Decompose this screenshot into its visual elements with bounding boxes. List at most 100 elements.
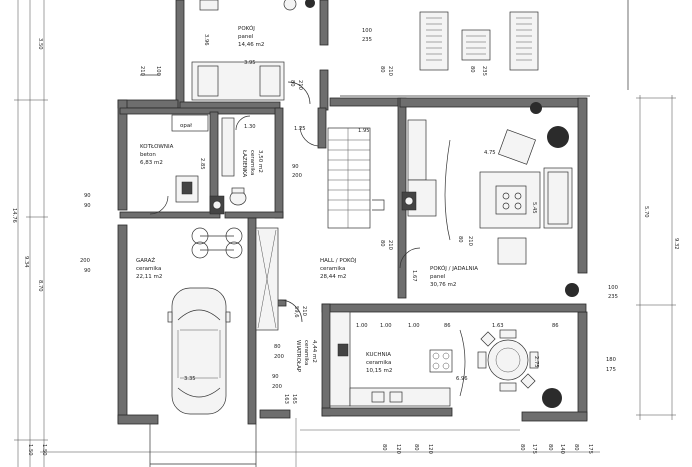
room-floor: ceramika xyxy=(136,266,161,272)
kitchen-fixtures xyxy=(329,311,453,407)
dim-text: 1.30 xyxy=(244,124,256,130)
room-label-kuchnia: KUCHNIA ceramika 10,15 m2 xyxy=(366,352,392,374)
room-label-pokoj-top: POKÓJ panel 14,46 m2 xyxy=(238,25,264,48)
dim-text: 175 xyxy=(606,367,616,373)
dim-text: 86 xyxy=(444,323,451,329)
dim-text: 200 xyxy=(272,384,282,390)
room-area: 10,15 m2 xyxy=(366,368,392,374)
dim-text: 163 xyxy=(283,394,289,404)
dim-text: 90 xyxy=(84,193,91,199)
room-area: 14,46 m2 xyxy=(238,42,264,48)
boiler-room-fixtures xyxy=(171,114,209,203)
dim-text: 2.75 xyxy=(533,356,539,368)
dim-text: 1.25 xyxy=(294,126,306,132)
room-label-kotlownia: KOTŁOWNIA beton 6,83 m2 xyxy=(140,144,174,166)
wardrobe xyxy=(255,227,279,331)
dim-text: 200 xyxy=(80,258,90,264)
dim-text: 235 xyxy=(481,66,487,76)
dim-text: 200 xyxy=(274,354,284,360)
terrace-furniture xyxy=(340,0,629,97)
room-floor: ceramika xyxy=(366,360,391,366)
dim-text: 80 xyxy=(519,444,525,451)
dim-text: 90 xyxy=(292,164,299,170)
dim-text: 175 xyxy=(531,444,537,454)
dim-text: 1.00 xyxy=(408,323,420,329)
dim-text: 5.45 xyxy=(531,202,537,214)
room-label-pokoj-jadalnia: POKÓJ / JADALNIA panel 30,76 m2 xyxy=(430,265,478,288)
dim-text: 80 xyxy=(289,80,295,87)
dim-text: 14.76 xyxy=(11,208,17,223)
room-name: KOTŁOWNIA xyxy=(140,144,174,150)
dimension-texts: 3.96 3.95 100 235 210 100 80 210 80 210 … xyxy=(11,28,679,456)
dim-text: 80 xyxy=(379,240,385,247)
dim-text: 80 xyxy=(457,236,463,243)
dim-text: 210 xyxy=(297,80,303,90)
staircase xyxy=(327,127,385,229)
dim-text: 1.00 xyxy=(356,323,368,329)
dim-text: 80 xyxy=(379,66,385,73)
room-name: HALL / POKÓJ xyxy=(320,257,357,264)
dim-text: 80 xyxy=(381,444,387,451)
top-room-furniture xyxy=(191,0,315,101)
door-swings xyxy=(140,74,466,397)
dim-text: 59,6 xyxy=(293,306,299,318)
dim-text: 4.75 xyxy=(484,150,496,156)
dim-text: 9.34 xyxy=(23,256,29,268)
dim-text: 3.35 xyxy=(184,376,196,382)
dim-text: 80 xyxy=(547,444,553,451)
dim-text: 200 xyxy=(292,173,302,179)
dining-table xyxy=(477,102,562,408)
dim-text: 3.96 xyxy=(203,34,209,46)
dim-text: 2.85 xyxy=(199,158,205,170)
dim-text: 80 xyxy=(413,444,419,451)
room-area: 6,83 m2 xyxy=(140,160,163,166)
dim-text: 90 xyxy=(272,374,279,380)
dim-text: 80 xyxy=(469,66,475,73)
dim-text: 3.95 xyxy=(244,60,256,66)
ground-lines xyxy=(149,418,520,467)
room-floor: panel xyxy=(430,274,446,280)
dim-text: 140 xyxy=(559,444,565,454)
dim-text: 120 xyxy=(395,444,401,454)
dim-text: 100 xyxy=(155,66,161,76)
dim-text: 210 xyxy=(139,66,145,76)
dim-text: 120 xyxy=(427,444,433,454)
room-area: 22,11 m2 xyxy=(136,274,162,280)
dim-text: 80 xyxy=(573,444,579,451)
room-floor: panel xyxy=(238,34,254,40)
dim-text: 90 xyxy=(84,268,91,274)
dim-text: 86 xyxy=(552,323,559,329)
room-area: 4,44 m2 xyxy=(311,340,317,363)
dim-text: 1.67 xyxy=(411,270,417,282)
dim-text: 8.70 xyxy=(37,280,43,292)
bathroom-fixtures xyxy=(209,117,247,215)
room-floor: ceramika xyxy=(303,340,309,365)
room-floor: beton xyxy=(140,152,156,158)
room-area: 30,76 m2 xyxy=(430,282,456,288)
dim-text: 80 xyxy=(274,344,281,350)
dim-text: 175 xyxy=(587,444,593,454)
room-name: KUCHNIA xyxy=(366,352,391,358)
dim-text: 165 xyxy=(291,394,297,404)
dim-text: 210 xyxy=(387,66,393,76)
dim-text: 210 xyxy=(387,240,393,250)
dim-text: 3.50 xyxy=(37,38,43,50)
dim-text: 5.70 xyxy=(643,206,649,218)
dim-text: 1.00 xyxy=(380,323,392,329)
room-label-wiatrolap: WIATROŁAP ceramika 4,44 m2 xyxy=(295,340,317,373)
room-floor: ceramika xyxy=(249,150,255,175)
garage-bikes xyxy=(191,227,243,259)
dim-text: 180 xyxy=(606,357,616,363)
dim-text: 100 xyxy=(608,285,618,291)
dim-text: 210 xyxy=(467,236,473,246)
dim-text: 210 xyxy=(301,306,307,316)
dim-text: 1.63 xyxy=(492,323,504,329)
dim-text: 100 xyxy=(362,28,372,34)
room-name: GARAŻ xyxy=(136,257,155,264)
room-name: POKÓJ / JADALNIA xyxy=(430,265,478,272)
room-label-opal: opał xyxy=(180,123,192,129)
dim-text: 235 xyxy=(362,37,372,43)
room-name: ŁAZIENKA xyxy=(241,149,247,177)
dim-text: 9.32 xyxy=(673,238,679,250)
